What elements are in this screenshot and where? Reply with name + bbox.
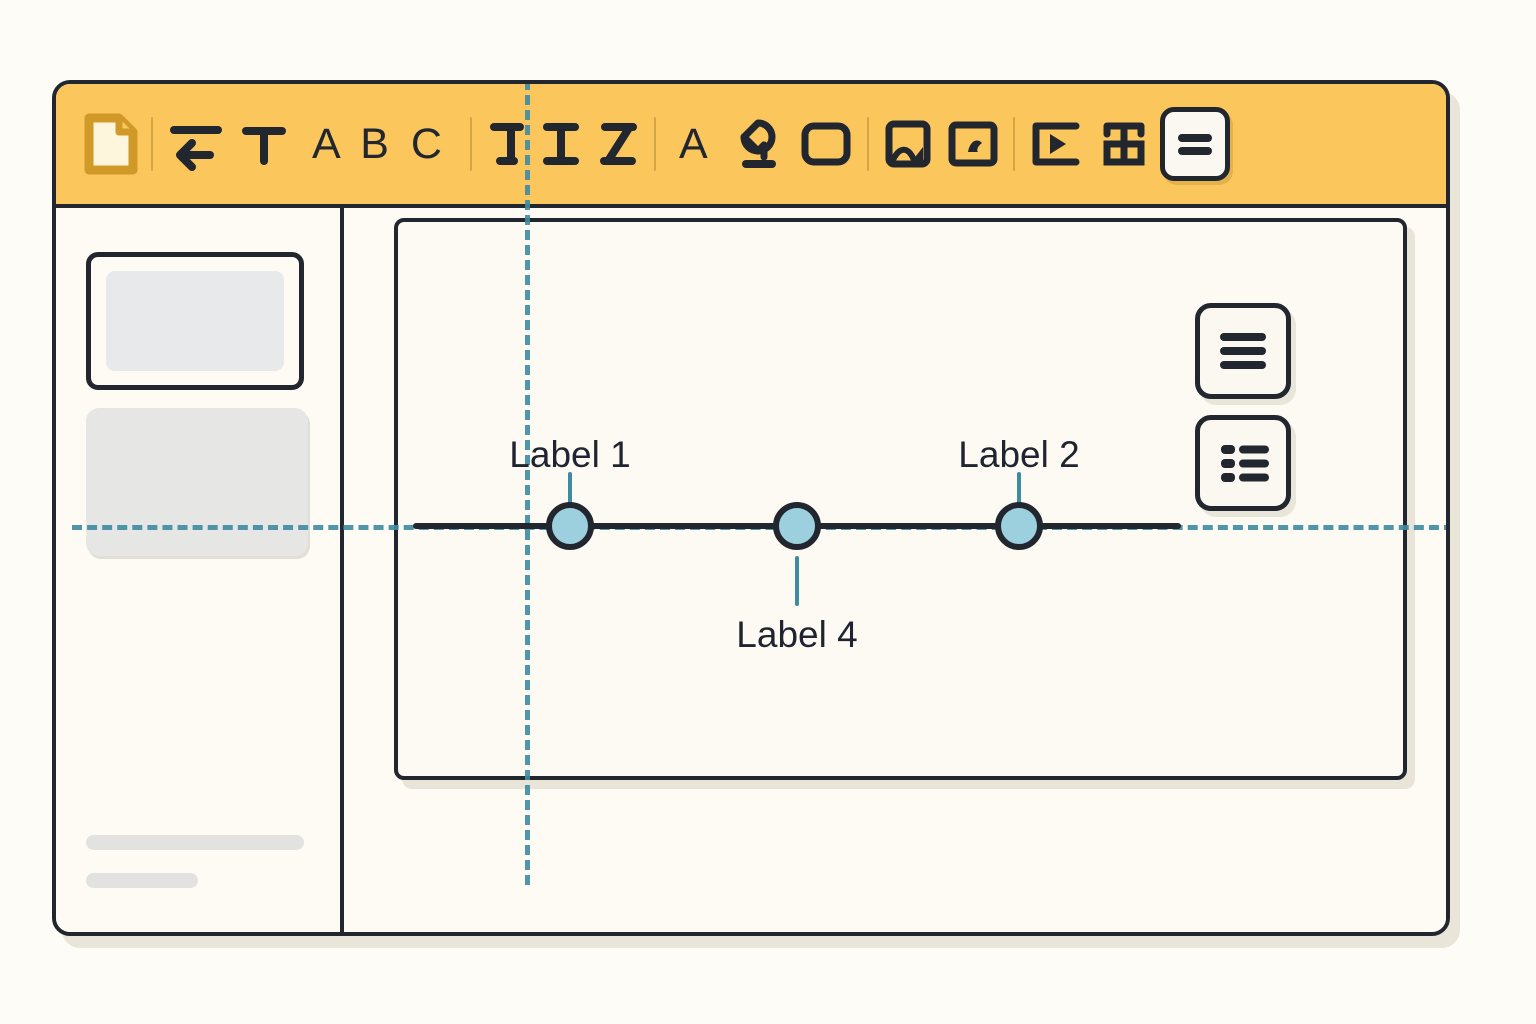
toolbar-separator: [653, 117, 656, 171]
application-window: A B C: [52, 80, 1450, 936]
text-top-icon[interactable]: [232, 108, 296, 180]
fill-color-icon[interactable]: [724, 108, 792, 180]
toolbar-separator: [469, 117, 472, 171]
hamburger-list-icon: [1220, 333, 1266, 369]
chart-icon[interactable]: [940, 108, 1006, 180]
timeline-node-3[interactable]: [995, 502, 1043, 550]
toolbar-separator: [866, 117, 869, 171]
document-icon[interactable]: [78, 108, 144, 180]
floating-panel-buttons: [1195, 303, 1291, 511]
detail-list-icon: [1221, 445, 1269, 482]
vertical-guide: [525, 84, 530, 885]
toolbar: A B C: [56, 84, 1446, 208]
toolbar-separator: [151, 117, 153, 171]
timeline-node-2[interactable]: [773, 502, 821, 550]
media-play-icon[interactable]: [1022, 108, 1092, 180]
list-view-button[interactable]: [1195, 303, 1291, 399]
font-color-label: A: [678, 119, 708, 168]
align-arrow-icon[interactable]: [160, 108, 232, 180]
timeline-connector-2: [795, 556, 799, 606]
image-icon[interactable]: [876, 108, 940, 180]
timeline-node-1[interactable]: [546, 502, 594, 550]
sidebar-toggle-icon[interactable]: [1159, 107, 1230, 181]
abc-icon[interactable]: A B C: [296, 108, 463, 180]
slide-thumbnail-1-preview: [106, 271, 284, 371]
underline-serif-icon[interactable]: [589, 108, 647, 180]
editor-stage: Label 1 Label 4 Label 2: [72, 84, 1446, 932]
slide-thumbnail-1[interactable]: [86, 252, 304, 390]
bold-serif-icon[interactable]: [479, 108, 533, 180]
layout-grid-icon[interactable]: [1092, 108, 1156, 180]
placeholder-bar-2: [86, 873, 198, 888]
font-color-icon[interactable]: A: [663, 108, 724, 180]
details-view-button[interactable]: [1195, 415, 1291, 511]
timeline-connector-3: [1017, 472, 1021, 522]
slide-thumbnail-2[interactable]: [86, 408, 308, 556]
italic-serif-icon[interactable]: [533, 108, 589, 180]
slide-panel: [56, 208, 344, 932]
timeline-label-3[interactable]: Label 2: [958, 434, 1080, 475]
placeholder-bar-1: [86, 835, 304, 850]
rectangle-shape-icon[interactable]: [792, 108, 860, 180]
timeline-connector-1: [568, 472, 572, 522]
timeline-label-1[interactable]: Label 1: [509, 434, 631, 475]
toolbar-separator: [1012, 117, 1015, 171]
timeline-label-2[interactable]: Label 4: [736, 614, 858, 655]
abc-label: A B C: [312, 119, 447, 168]
editor-body: Label 1 Label 4 Label 2: [56, 84, 1446, 932]
